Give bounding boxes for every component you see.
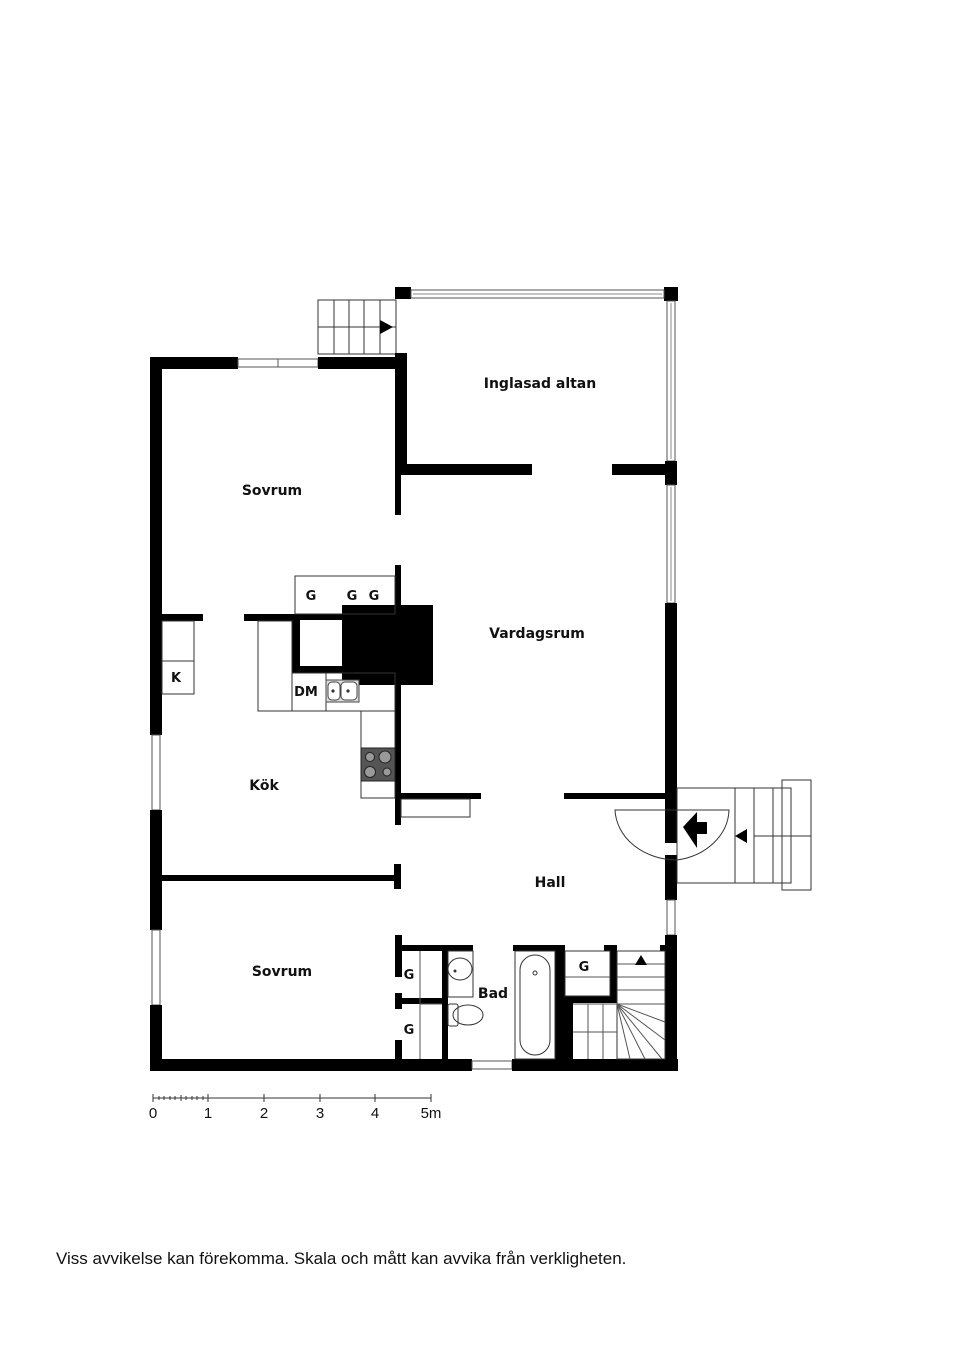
stove-icon	[360, 747, 396, 782]
room-label-hall: Hall	[535, 875, 566, 891]
wardrobe-label: G	[306, 589, 317, 604]
bathtub-icon	[519, 954, 551, 1056]
fridge-label: K	[171, 671, 182, 686]
window	[471, 1060, 513, 1070]
stair-direction-arrow-icon	[735, 829, 747, 843]
window	[151, 734, 161, 811]
disclaimer-text: Viss avvikelse kan förekomma. Skala och …	[56, 1249, 627, 1268]
fridge	[161, 620, 195, 695]
scale-tick-label: 4	[371, 1105, 379, 1122]
stair-direction-arrow-icon	[380, 320, 393, 334]
scale-bar: 0 1 2 3 4 5m	[149, 1094, 442, 1122]
kitchen-fixtures	[161, 575, 471, 818]
scale-tick-label: 5m	[421, 1105, 442, 1122]
terrace-stair	[317, 299, 397, 355]
wardrobe-unit	[294, 575, 396, 615]
window	[666, 899, 676, 936]
room-label-glazed-terrace: Inglasad altan	[484, 376, 596, 392]
scale-tick-label: 1	[204, 1105, 212, 1122]
wardrobe-label: G	[404, 1023, 415, 1038]
room-label-bedroom-bottom: Sovrum	[252, 964, 312, 980]
room-label-kitchen: Kök	[249, 778, 279, 794]
room-label-living-room: Vardagsrum	[489, 626, 585, 642]
scale-tick-label: 2	[260, 1105, 268, 1122]
washbasin-icon	[447, 957, 473, 981]
counter	[257, 620, 293, 712]
interior-stair	[573, 950, 666, 1060]
room-label-bedroom-top: Sovrum	[242, 483, 302, 499]
entrance-arrow-icon	[683, 812, 707, 848]
wardrobe-label: G	[579, 960, 590, 975]
exterior-walls	[150, 357, 678, 1071]
wardrobe-label: G	[369, 589, 380, 604]
hall-shelf	[400, 798, 471, 818]
scale-tick-label: 0	[149, 1105, 157, 1122]
wardrobe-label: G	[347, 589, 358, 604]
entrance	[614, 779, 812, 891]
window	[151, 929, 161, 1006]
glazed-terrace-walls	[395, 287, 678, 604]
wardrobe-label: G	[404, 968, 415, 983]
bathroom-fixtures	[419, 950, 666, 1060]
dishwasher-label: DM	[294, 685, 318, 700]
room-label-bathroom: Bad	[478, 986, 508, 1002]
stair-direction-arrow-icon	[635, 955, 647, 965]
interior-walls	[162, 369, 677, 1062]
sink-icon	[325, 679, 360, 703]
toilet-icon	[447, 1003, 484, 1027]
scale-tick-label: 3	[316, 1105, 324, 1122]
